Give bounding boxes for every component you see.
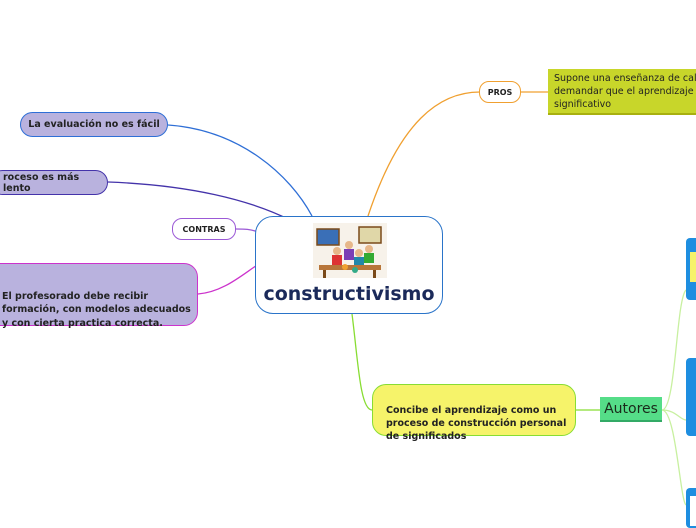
autor-box-3-inner bbox=[690, 496, 696, 526]
central-node[interactable]: constructivismo bbox=[255, 216, 443, 314]
link-autor-3 bbox=[661, 409, 687, 506]
contras-label[interactable]: CONTRAS bbox=[172, 218, 236, 240]
autor-box-2[interactable] bbox=[686, 358, 696, 436]
classroom-illustration-icon bbox=[313, 223, 387, 278]
contras-item-proceso-text: roceso es más lento bbox=[3, 171, 80, 194]
autor-box-3[interactable] bbox=[686, 488, 696, 528]
link-pros bbox=[367, 91, 481, 217]
link-concept bbox=[351, 313, 373, 411]
link-autor-2 bbox=[661, 409, 687, 421]
link-evaluacion bbox=[167, 124, 313, 217]
pros-label[interactable]: PROS bbox=[479, 81, 521, 103]
pros-detail[interactable]: Supone una enseñanza de calid demandar q… bbox=[548, 69, 696, 115]
central-title: constructivismo bbox=[263, 283, 435, 305]
contras-item-proceso[interactable]: roceso es más lento bbox=[0, 170, 108, 195]
link-proceso bbox=[107, 181, 291, 221]
contras-item-evaluacion-text: La evaluación no es fácil bbox=[28, 119, 160, 130]
link-profesorado bbox=[197, 261, 263, 295]
contras-item-profesorado-text: El profesorado debe recibir formación, c… bbox=[2, 290, 191, 329]
contras-item-evaluacion[interactable]: La evaluación no es fácil bbox=[20, 112, 168, 137]
link-autor-1 bbox=[661, 289, 687, 411]
autores-node[interactable]: Autores bbox=[600, 397, 662, 422]
concept-node[interactable]: Concibe el aprendizaje como un proceso d… bbox=[372, 384, 576, 442]
contras-item-profesorado[interactable]: El profesorado debe recibir formación, c… bbox=[0, 263, 198, 329]
concept-text: Concibe el aprendizaje como un proceso d… bbox=[386, 405, 567, 442]
autor-box-1[interactable] bbox=[686, 238, 696, 300]
autor-box-1-inner bbox=[690, 252, 696, 282]
